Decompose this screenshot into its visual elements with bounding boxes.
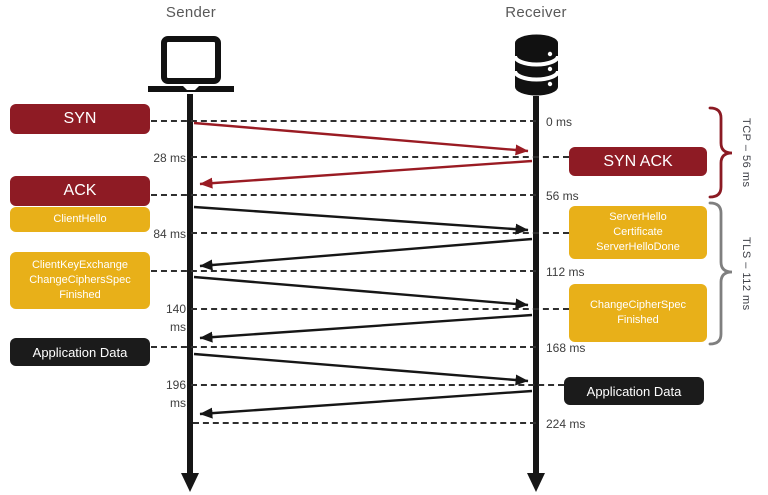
- timestamp-56ms: 56 ms: [546, 189, 579, 203]
- dashed-line-0ms: [151, 120, 536, 122]
- syn-box: SYN: [10, 104, 150, 134]
- syn-arrow: [193, 121, 529, 156]
- timestamp-0ms: 0 ms: [546, 115, 573, 129]
- receiver-title: Receiver: [505, 4, 567, 21]
- client-hello-arrow: [193, 205, 529, 235]
- dashed-line-168ms: [151, 346, 536, 348]
- sender-lifeline: [187, 94, 193, 475]
- dashed-line-112ms: [151, 270, 536, 272]
- timestamp-112ms: 112 ms: [546, 265, 585, 279]
- timestamp-224ms: 224 ms: [546, 417, 586, 431]
- client-hello-box: ClientHello: [10, 207, 150, 232]
- laptop-icon: [148, 36, 234, 92]
- tcp-brace: [708, 106, 733, 199]
- application-data-sender-box: Application Data: [10, 338, 150, 366]
- syn-ack-box: SYN ACK: [569, 147, 707, 176]
- client-key-exchange-box: ClientKeyExchange ChangeCiphersSpec Fini…: [10, 252, 150, 309]
- timestamp-84ms: 84 ms: [153, 227, 186, 241]
- dashed-line-84ms: [191, 232, 569, 234]
- change-cipher-spec-arrow: [199, 313, 533, 343]
- timestamp-196ms: 196 ms: [165, 378, 186, 410]
- receiver-lifeline-arrowhead: [527, 473, 545, 492]
- dashed-line-56ms: [151, 194, 536, 196]
- dashed-line-196ms: [191, 384, 564, 386]
- client-key-exchange-arrow: [193, 275, 529, 310]
- server-hello-box: ServerHello Certificate ServerHelloDone: [569, 206, 707, 259]
- syn-ack-arrow: [199, 159, 533, 189]
- database-icon: [513, 34, 560, 96]
- sender-lifeline-arrowhead: [181, 473, 199, 492]
- ack-box: ACK: [10, 176, 150, 206]
- dashed-line-140ms: [191, 308, 569, 310]
- application-data-response-arrow: [199, 389, 533, 419]
- tls-brace: [708, 201, 733, 346]
- tcp-brace-label: TCP – 56 ms: [740, 118, 752, 188]
- dashed-line-224ms: [193, 422, 536, 424]
- application-data-request-arrow: [193, 352, 529, 386]
- server-hello-arrow: [199, 237, 533, 271]
- timestamp-28ms: 28 ms: [153, 151, 186, 165]
- timestamp-168ms: 168 ms: [546, 341, 586, 355]
- receiver-lifeline: [533, 96, 539, 475]
- timestamp-140ms: 140 ms: [165, 302, 186, 334]
- sender-title: Sender: [165, 4, 217, 21]
- dashed-line-28ms: [191, 156, 569, 158]
- change-cipher-spec-box: ChangeCipherSpec Finished: [569, 284, 707, 342]
- phase-braces: [708, 106, 733, 346]
- application-data-receiver-box: Application Data: [564, 377, 704, 405]
- tls-brace-label: TLS – 112 ms: [740, 237, 752, 311]
